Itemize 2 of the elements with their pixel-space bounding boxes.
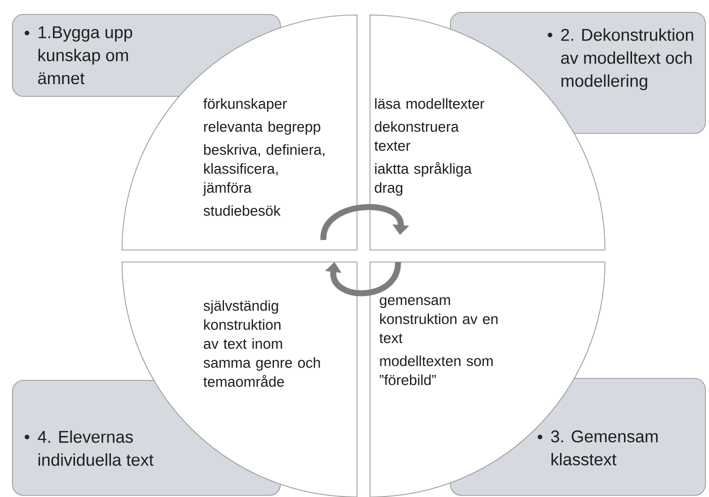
curved-arrow: [325, 262, 401, 296]
curved-arrow: [320, 204, 410, 240]
